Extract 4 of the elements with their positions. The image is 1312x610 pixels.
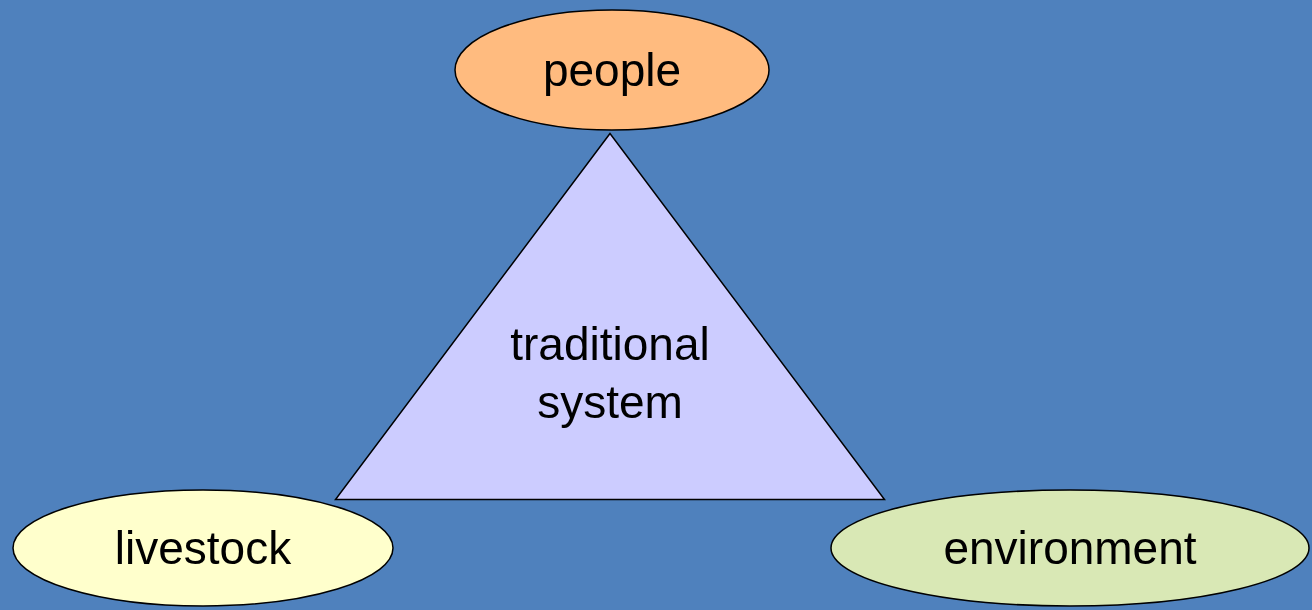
node-label: people	[542, 43, 682, 98]
node-label: environment	[943, 521, 1197, 576]
node-label: livestock	[114, 521, 292, 576]
node-label: traditional system	[509, 317, 711, 430]
